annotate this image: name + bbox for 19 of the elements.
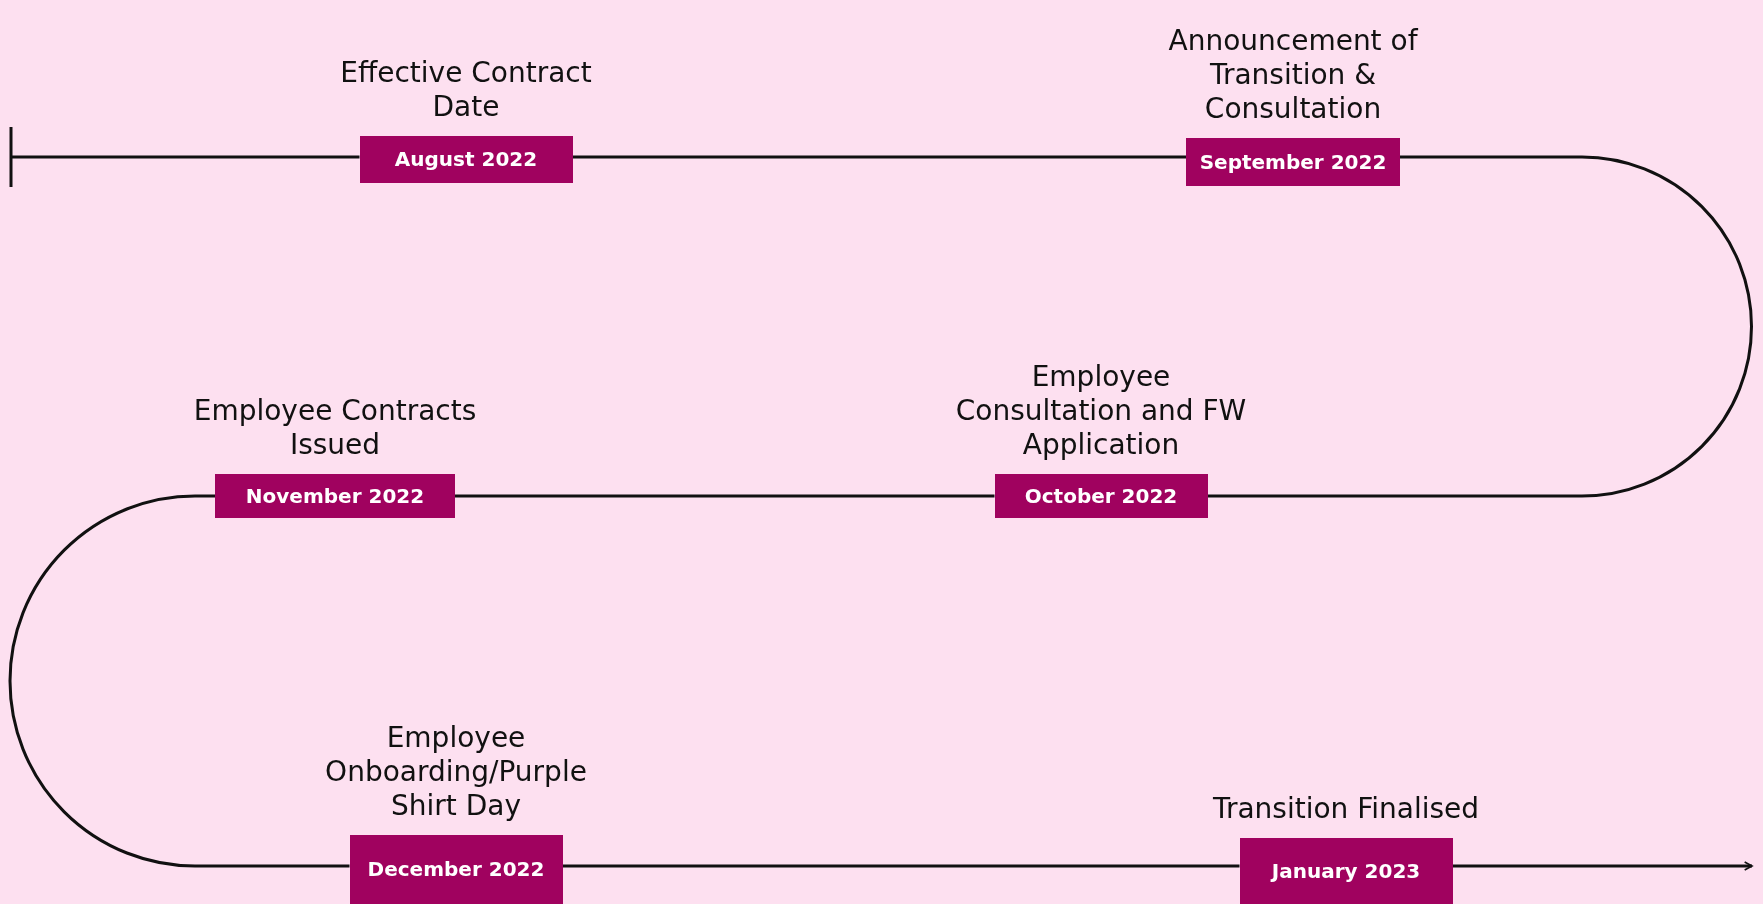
milestone-text: Employee Consultation and FW Application — [954, 359, 1248, 462]
milestone-text: Employee Contracts Issued — [192, 393, 478, 462]
milestone-text: Employee Onboarding/Purple Shirt Day — [324, 720, 588, 823]
milestone-text: Announcement of Transition & Consultation — [1167, 23, 1419, 126]
timeline-line — [9, 125, 360, 189]
timeline-line — [8, 494, 350, 868]
milestone-text: Transition Finalised — [1212, 791, 1480, 826]
date-box: November 2022 — [215, 474, 455, 518]
timeline-line — [572, 155, 1186, 159]
date-box: January 2023 — [1239, 838, 1453, 904]
date-box: September 2022 — [1186, 138, 1400, 186]
date-box: December 2022 — [349, 835, 563, 904]
date-box: August 2022 — [359, 136, 573, 183]
timeline-line — [1207, 155, 1753, 498]
date-box: October 2022 — [994, 474, 1208, 518]
timeline-line — [1452, 861, 1753, 871]
timeline-line — [455, 494, 995, 498]
timeline-line — [562, 864, 1240, 868]
milestone-text: Effective Contract Date — [339, 55, 593, 124]
